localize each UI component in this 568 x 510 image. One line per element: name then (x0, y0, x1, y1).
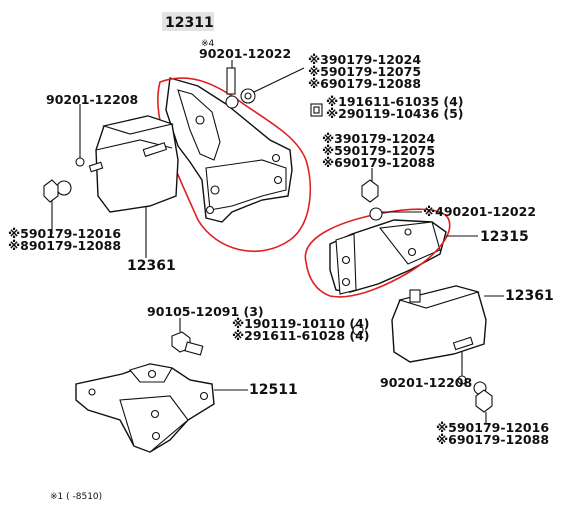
label-bolt-90105[interactable]: 90105-12091 (3) (147, 304, 264, 319)
label-low-clip-2[interactable]: ※291611-61028 (4) (232, 328, 370, 343)
bolt-90105-icon (171, 331, 204, 356)
label-left-nut-2[interactable]: ※890179-12088 (8, 238, 121, 253)
label-top-washer-2[interactable]: ※590179-12075 (308, 64, 421, 79)
label-left-mount-12361[interactable]: 12361 (127, 258, 176, 274)
footnote-1: ※1 ( -8510) (50, 492, 102, 502)
left-engine-mount[interactable] (88, 115, 179, 213)
label-mid-washer-3[interactable]: ※690179-12088 (322, 155, 435, 170)
label-right-low-bolt[interactable]: 90201-12208 (380, 375, 472, 390)
label-top-washer-3[interactable]: ※690179-12088 (308, 76, 421, 91)
label-note-x4[interactable]: ※4 (201, 39, 215, 49)
right-engine-mount[interactable] (391, 285, 487, 363)
highlight-circle-right (304, 208, 451, 298)
label-right-nut-2[interactable]: ※690179-12088 (436, 432, 549, 447)
label-left-bolt[interactable]: 90201-12208 (46, 92, 138, 107)
label-mid-washer-2[interactable]: ※590179-12075 (322, 143, 435, 158)
title-part-number[interactable]: 12311 (165, 15, 214, 31)
label-clip-1[interactable]: ※191611-61035 (4) (326, 94, 464, 109)
top-bolt-icon (225, 67, 256, 109)
small-clip-icon (352, 324, 364, 336)
lower-bracket-12511[interactable] (75, 363, 215, 453)
right-top-nut-icon (361, 179, 383, 221)
label-bracket-12315[interactable]: 12315 (480, 229, 529, 245)
label-top-washer-1[interactable]: ※390179-12024 (308, 52, 421, 67)
upper-bracket-12311[interactable] (165, 77, 293, 223)
label-right-mount-12361[interactable]: 12361 (505, 288, 554, 304)
label-right-bolt[interactable]: ※490201-12022 (423, 204, 536, 219)
label-right-nut-1[interactable]: ※590179-12016 (436, 420, 549, 435)
label-mid-washer-1[interactable]: ※390179-12024 (322, 131, 435, 146)
label-clip-2[interactable]: ※290119-10436 (5) (326, 106, 464, 121)
label-low-clip-1[interactable]: ※190119-10110 (4) (232, 316, 370, 331)
label-top-bolt[interactable]: 90201-12022 (199, 46, 291, 61)
label-bracket-12511[interactable]: 12511 (249, 382, 298, 398)
title-highlight (162, 12, 214, 31)
label-left-nut-1[interactable]: ※590179-12016 (8, 226, 121, 241)
left-nut-icon (43, 179, 72, 203)
clip-icon (310, 103, 323, 117)
right-nut-icon (473, 381, 493, 413)
